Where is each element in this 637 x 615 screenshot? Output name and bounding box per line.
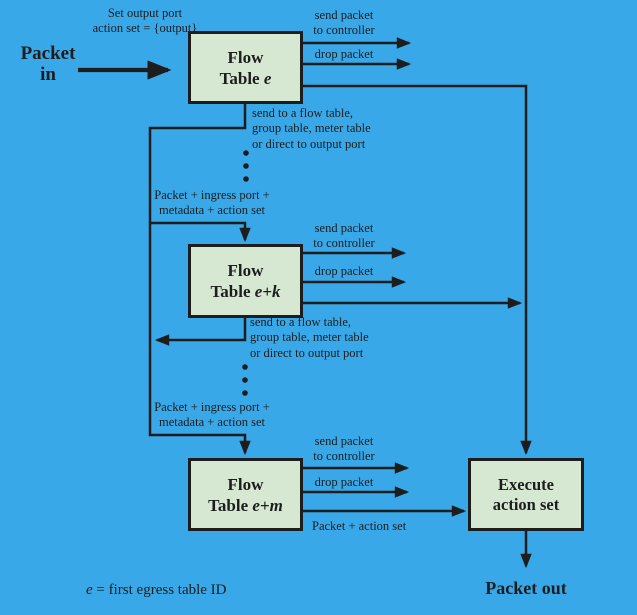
- flow-table-em-title-line2: Table e+m: [208, 495, 283, 515]
- flow-table-ek-title-line1: Flow: [227, 261, 264, 280]
- flow-table-em-box: Flow Table e+m: [188, 458, 303, 531]
- packet-action-set-label: Packet + action set: [312, 519, 407, 533]
- flow-table-ek-title-line2: Table e+k: [210, 282, 281, 301]
- line-chain-rail: [148, 104, 251, 456]
- flow-table-ek-box: Flow Table e+k: [188, 244, 303, 318]
- drop-packet-label-2: drop packet: [314, 264, 374, 278]
- send-to-controller-label-1: send packet to controller: [313, 8, 375, 37]
- arrow-into-table-2: [150, 221, 251, 243]
- goto-table-label-1: send to a flow table, group table, meter…: [252, 106, 371, 151]
- arrow-table-2-to-rail: [154, 318, 247, 346]
- send-to-controller-label-2: send packet to controller: [313, 221, 375, 250]
- drop-packet-label-1: drop packet: [314, 47, 374, 61]
- flow-table-e-title-line1: Flow: [227, 47, 264, 67]
- flow-table-e-box: Flow Table e: [188, 31, 303, 104]
- line-direct-output-1: [303, 84, 532, 456]
- packet-in-label: Packet in: [20, 43, 76, 85]
- handoff-label-2: Packet + ingress port + metadata + actio…: [154, 400, 270, 429]
- flow-table-e-title-line2: Table e: [219, 68, 272, 88]
- execute-action-set-box: Execute action set: [468, 458, 584, 531]
- send-to-controller-label-3: send packet to controller: [313, 434, 375, 463]
- footnote: e = first egress table ID: [86, 582, 227, 598]
- set-output-port-label: Set output port action set = {output}: [92, 6, 198, 35]
- goto-table-label-2: send to a flow table, group table, meter…: [250, 315, 369, 360]
- flow-table-em-title-line1: Flow: [227, 474, 264, 494]
- drop-packet-label-3: drop packet: [314, 475, 374, 489]
- packet-out-label: Packet out: [485, 578, 567, 598]
- ellipsis-dots-1: [243, 150, 249, 182]
- ellipsis-dots-2: [242, 364, 248, 396]
- handoff-label-1: Packet + ingress port + metadata + actio…: [154, 188, 270, 217]
